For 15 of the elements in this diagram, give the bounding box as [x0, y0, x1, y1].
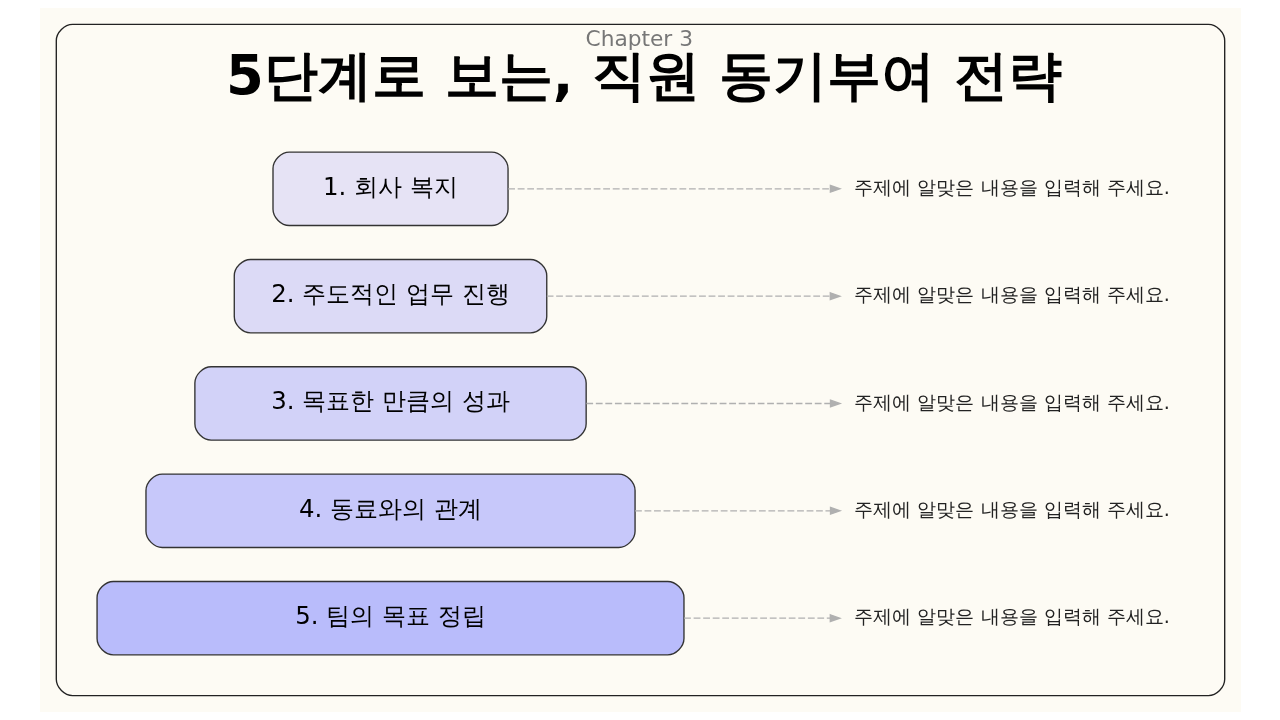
arrow	[545, 291, 842, 301]
node-text: 주제에 알맞은 내용을 입력해 주세요.	[853, 497, 1170, 520]
node-text: 주제에 알맞은 내용을 입력해 주세요.	[853, 283, 1170, 306]
node-box: 4. 동료와의 관계	[144, 473, 636, 549]
node-box: 2. 주도적인 업무 진행	[233, 258, 547, 334]
node-text: 주제에 알맞은 내용을 입력해 주세요.	[853, 605, 1170, 628]
arrow	[633, 506, 842, 516]
node-box: 5. 팀의 목표 정립	[95, 580, 685, 656]
arrow	[682, 613, 842, 623]
arrow	[585, 399, 842, 408]
node-text: 주제에 알맞은 내용을 입력해 주세요.	[853, 175, 1170, 198]
node-box: 1. 회사 복지	[271, 151, 509, 227]
node-text: 주제에 알맞은 내용을 입력해 주세요.	[853, 390, 1170, 413]
node-box: 3. 목표한 만큼의 성과	[193, 366, 587, 441]
arrow	[507, 184, 842, 194]
